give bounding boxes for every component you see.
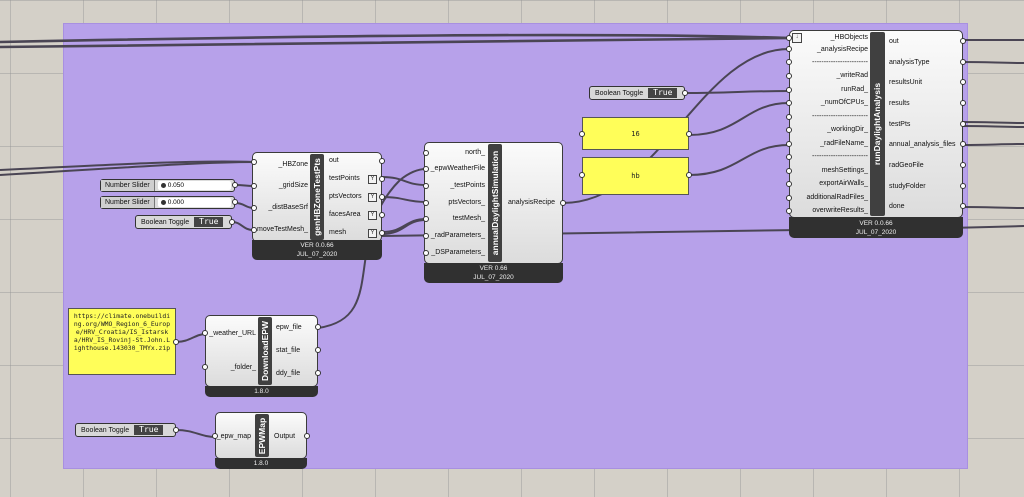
input-hbobjects: _HBObjects <box>830 34 868 41</box>
input-distbasesrf: _distBaseSrf <box>268 204 308 211</box>
input-movetestmesh: moveTestMesh_ <box>257 226 308 233</box>
input-analysisrecipe: _analysisRecipe <box>817 46 868 53</box>
graft-flag-icon: Y <box>368 211 377 220</box>
output-output: Output <box>274 433 296 440</box>
input-weather-url: _weather_URL <box>209 330 256 337</box>
toggle-value[interactable]: True <box>194 217 224 227</box>
wire-out-tp1 <box>962 121 1024 124</box>
boolean-toggle-move-mesh[interactable]: Boolean Toggle True <box>135 215 232 229</box>
slider-label: Number Slider <box>101 197 155 208</box>
arrow-down-icon[interactable]: ↓ <box>792 33 802 43</box>
output-resultsunit: resultsUnit <box>889 79 923 86</box>
output-studyfolder: studyFolder <box>889 183 926 190</box>
toggle-label: Boolean Toggle <box>141 218 190 226</box>
panel-num-cpus[interactable]: 16 <box>582 117 689 150</box>
wire-out-files <box>962 143 1024 146</box>
boolean-toggle-run-rad[interactable]: Boolean Toggle True <box>589 86 685 100</box>
input-workingdir: _workingDir_ <box>827 126 868 133</box>
wire-out-tp2 <box>962 125 1024 128</box>
component-title: runDaylightAnalysis <box>870 32 885 216</box>
output-stat-file: stat_file <box>276 347 301 354</box>
input-meshsettings: meshSettings_ <box>821 167 868 174</box>
input-separator: ------------------------ <box>812 113 868 120</box>
wire-out-done <box>962 206 1024 209</box>
input-additionalradfiles: additionalRadFiles_ <box>806 194 868 201</box>
input-overwriteresults: overwriteResults_ <box>812 207 868 214</box>
component-title: EPWMap <box>255 414 269 457</box>
output-results: results <box>889 100 910 107</box>
wire-out-type <box>962 61 1024 64</box>
input-ptsvectors: ptsVectors_ <box>448 199 485 206</box>
slider-label: Number Slider <box>101 180 155 191</box>
output-radgeofile: radGeoFile <box>889 162 924 169</box>
input-north: north_ <box>465 149 485 156</box>
output-testpts: testPts <box>889 121 911 128</box>
annual-daylight-simulation-component[interactable]: north_ _epwWeatherFile _testPoints ptsVe… <box>424 142 563 283</box>
epw-map-component[interactable]: _epw_map EPWMap Output 1.8.0 <box>215 412 307 469</box>
input-gridsize: _gridSize <box>278 182 308 189</box>
output-epw-file: epw_file <box>276 324 302 331</box>
slider-value[interactable]: 0.050 <box>157 181 231 190</box>
input-testpoints: _testPoints <box>450 182 485 189</box>
output-analysisrecipe: analysisRecipe <box>508 199 556 206</box>
boolean-toggle-epw-map[interactable]: Boolean Toggle True <box>75 423 176 437</box>
panel-rad-file-name[interactable]: hb <box>582 157 689 195</box>
input-hbzone: _HBZone <box>278 161 308 168</box>
input-separator: ------------------------ <box>812 153 868 160</box>
gen-hbzone-testpts-component[interactable]: _HBZone _gridSize _distBaseSrf moveTestM… <box>252 152 382 260</box>
output-mesh: mesh <box>329 229 347 236</box>
input-separator: ------------------------ <box>812 59 868 66</box>
graft-flag-icon: Y <box>368 229 377 238</box>
input-writerad: _writeRad <box>836 72 868 79</box>
number-slider-grid-size[interactable]: Number Slider 0.050 <box>100 179 235 192</box>
input-epwweatherfile: _epwWeatherFile <box>430 165 485 172</box>
toggle-label: Boolean Toggle <box>595 89 644 97</box>
output-annual-analysis-files: annual_analysis_files <box>889 141 956 148</box>
component-version-footer: 1.8.0 <box>215 458 307 469</box>
output-ddy-file: ddy_file <box>276 370 301 377</box>
slider-value[interactable]: 0.000 <box>157 198 231 207</box>
input-epw-map: _epw_map <box>216 433 251 440</box>
toggle-label: Boolean Toggle <box>81 426 130 434</box>
input-numofcpus: _numOfCPUs_ <box>820 99 868 106</box>
output-out: out <box>329 157 339 164</box>
input-folder: _folder_ <box>230 364 256 371</box>
input-radfilename: _radFileName_ <box>820 140 868 147</box>
component-title: DownloadEPW <box>258 317 272 385</box>
output-out: out <box>889 38 899 45</box>
output-analysistype: analysisType <box>889 59 930 66</box>
panel-weather-url[interactable]: https://climate.onebuilding.org/WMO_Regi… <box>68 308 176 375</box>
toggle-value[interactable]: True <box>648 88 678 98</box>
input-radparameters: _radParameters_ <box>430 232 485 239</box>
run-daylight-analysis-component[interactable]: ↓ _HBObjects _analysisRecipe -----------… <box>789 30 963 238</box>
component-title: annualDaylightSimulation <box>488 144 502 262</box>
output-testpoints: testPoints <box>329 175 360 182</box>
component-version-footer: 1.8.0 <box>205 386 318 397</box>
graft-flag-icon: Y <box>368 193 377 202</box>
toggle-value[interactable]: True <box>134 425 164 435</box>
graft-flag-icon: Y <box>368 175 377 184</box>
output-done: done <box>889 203 905 210</box>
input-dsparameters: _DSParameters_ <box>431 249 485 256</box>
input-testmesh: testMesh_ <box>452 215 485 222</box>
component-title: genHBZoneTestPts <box>310 154 324 240</box>
output-ptsvectors: ptsVectors <box>329 193 362 200</box>
input-exportairwalls: exportAirWalls_ <box>819 180 868 187</box>
download-epw-component[interactable]: _weather_URL _folder_ DownloadEPW epw_fi… <box>205 315 318 397</box>
output-facesarea: facesArea <box>329 211 361 218</box>
number-slider-dist-base[interactable]: Number Slider 0.000 <box>100 196 235 209</box>
input-runrad: runRad_ <box>841 86 868 93</box>
